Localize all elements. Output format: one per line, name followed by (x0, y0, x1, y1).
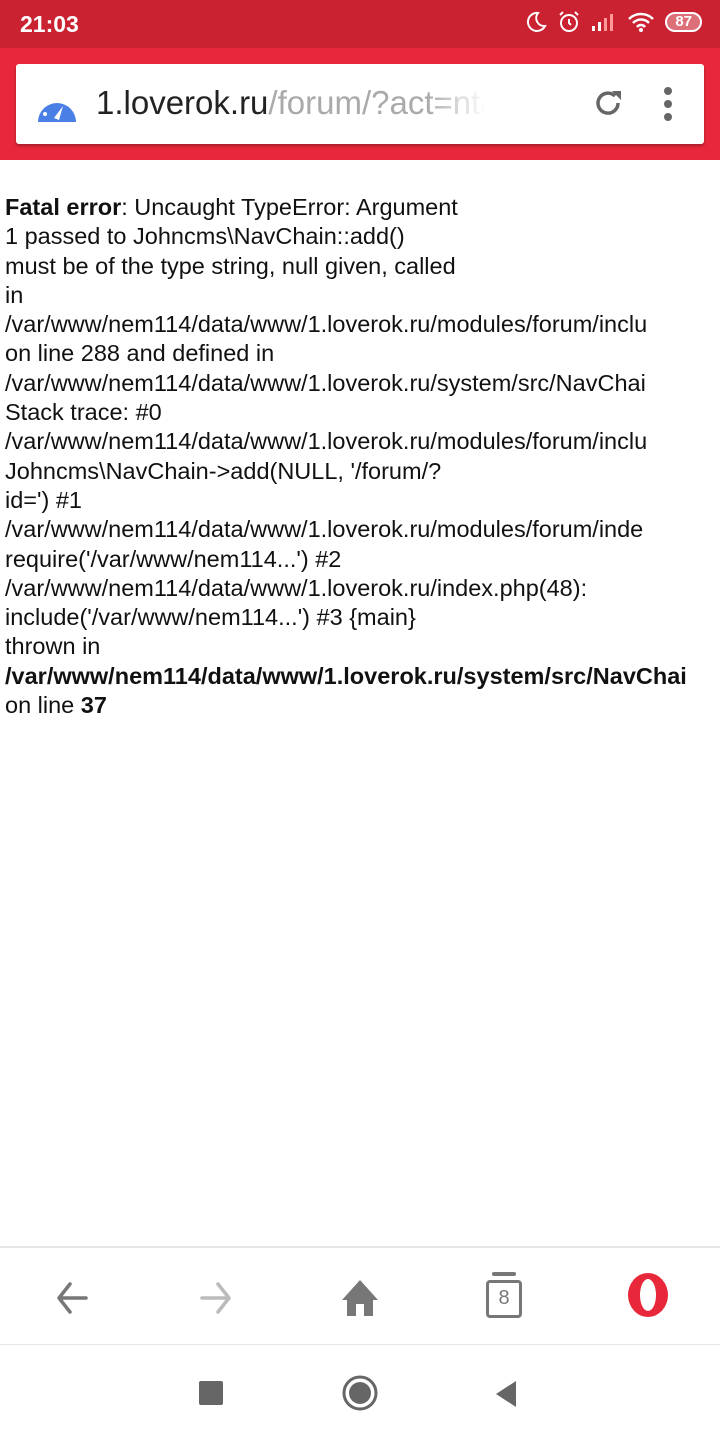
error-line: /var/www/nem114/data/www/1.loverok.ru/sy… (5, 662, 720, 691)
forward-arrow-icon[interactable] (198, 1276, 234, 1320)
url-host: 1.loverok.ru (96, 84, 269, 121)
clock: 21:03 (20, 11, 79, 37)
error-line: require('/var/www/nem114...') #2 (5, 545, 720, 574)
alarm-icon (559, 11, 580, 32)
error-line-number: 37 (80, 692, 107, 719)
wifi-icon (628, 12, 655, 32)
error-line: id=') #1 (5, 486, 720, 515)
url-path: /forum/?act=nt&id (268, 84, 486, 121)
error-line: include('/var/www/nem114...') #3 {main} (5, 603, 720, 632)
error-bold-text: Fatal error (5, 194, 122, 220)
error-line: /var/www/nem114/data/www/1.loverok.ru/mo… (5, 515, 720, 544)
home-nav-button[interactable] (341, 1374, 379, 1412)
error-text: /var/www/nem114/data/www/1.loverok.ru/in… (5, 574, 588, 601)
error-line: Stack trace: #0 (5, 398, 720, 427)
error-text: /var/www/nem114/data/www/1.loverok.ru/mo… (5, 516, 644, 543)
moon-icon (527, 11, 548, 32)
error-line: /var/www/nem114/data/www/1.loverok.ru/mo… (5, 427, 720, 456)
error-text: Johncms\NavChain->add(NULL, '/forum/? (5, 457, 442, 484)
error-text: must be of the type string, null given, … (5, 252, 456, 279)
battery-indicator: 87 (665, 12, 702, 32)
error-text: Stack trace: #0 (5, 399, 162, 426)
more-menu-icon[interactable] (656, 86, 680, 122)
back-nav-button[interactable] (492, 1379, 520, 1409)
error-line: on line 288 and defined in (5, 339, 720, 368)
error-line: /var/www/nem114/data/www/1.loverok.ru/in… (5, 574, 720, 603)
error-line: in (5, 281, 720, 310)
opera-menu-icon[interactable] (626, 1272, 670, 1318)
recents-button[interactable] (199, 1381, 223, 1405)
reload-icon[interactable] (590, 85, 626, 121)
error-line: on line 37 (5, 691, 720, 720)
browser-bottom-bar: 8 (0, 1246, 720, 1344)
address-bar[interactable]: 1.loverok.ru/forum/?act=nt&id (16, 64, 704, 144)
php-error-message: Fatal error: Uncaught TypeError: Argumen… (5, 193, 720, 720)
error-bold-text: /var/www/nem114/data/www/1.loverok.ru/sy… (5, 662, 687, 689)
error-line: must be of the type string, null given, … (5, 252, 720, 281)
tabs-button[interactable]: 8 (486, 1272, 522, 1318)
error-text: require('/var/www/nem114...') #2 (5, 545, 342, 572)
error-line: /var/www/nem114/data/www/1.loverok.ru/mo… (5, 310, 720, 339)
error-text: /var/www/nem114/data/www/1.loverok.ru/sy… (5, 369, 646, 396)
error-text: on line (5, 692, 81, 719)
error-text: /var/www/nem114/data/www/1.loverok.ru/mo… (5, 428, 648, 455)
error-line: 1 passed to Johncms\NavChain::add() (5, 222, 720, 251)
error-text: in (5, 281, 24, 308)
error-text: id=') #1 (5, 486, 82, 513)
error-text: 1 passed to Johncms\NavChain::add() (5, 223, 405, 250)
error-line: Johncms\NavChain->add(NULL, '/forum/? (5, 457, 720, 486)
back-arrow-icon[interactable] (54, 1276, 90, 1320)
home-icon[interactable] (340, 1276, 380, 1320)
status-bar: 21:03 87 (0, 0, 720, 48)
error-text: /var/www/nem114/data/www/1.loverok.ru/mo… (5, 311, 648, 338)
error-text: thrown in (5, 633, 101, 660)
error-line: Fatal error: Uncaught TypeError: Argumen… (5, 193, 720, 222)
speed-dial-icon[interactable] (36, 88, 78, 122)
signal-icon (592, 14, 614, 31)
error-text: : Uncaught TypeError: Argument (121, 194, 458, 220)
error-text: on line 288 and defined in (5, 340, 275, 367)
error-line: thrown in (5, 632, 720, 661)
url-text[interactable]: 1.loverok.ru/forum/?act=nt&id (96, 84, 486, 122)
error-text: include('/var/www/nem114...') #3 {main} (5, 604, 416, 631)
system-nav-bar (0, 1344, 720, 1440)
error-line: /var/www/nem114/data/www/1.loverok.ru/sy… (5, 369, 720, 398)
tab-count: 8 (486, 1280, 522, 1318)
browser-toolbar: 1.loverok.ru/forum/?act=nt&id (0, 48, 720, 160)
